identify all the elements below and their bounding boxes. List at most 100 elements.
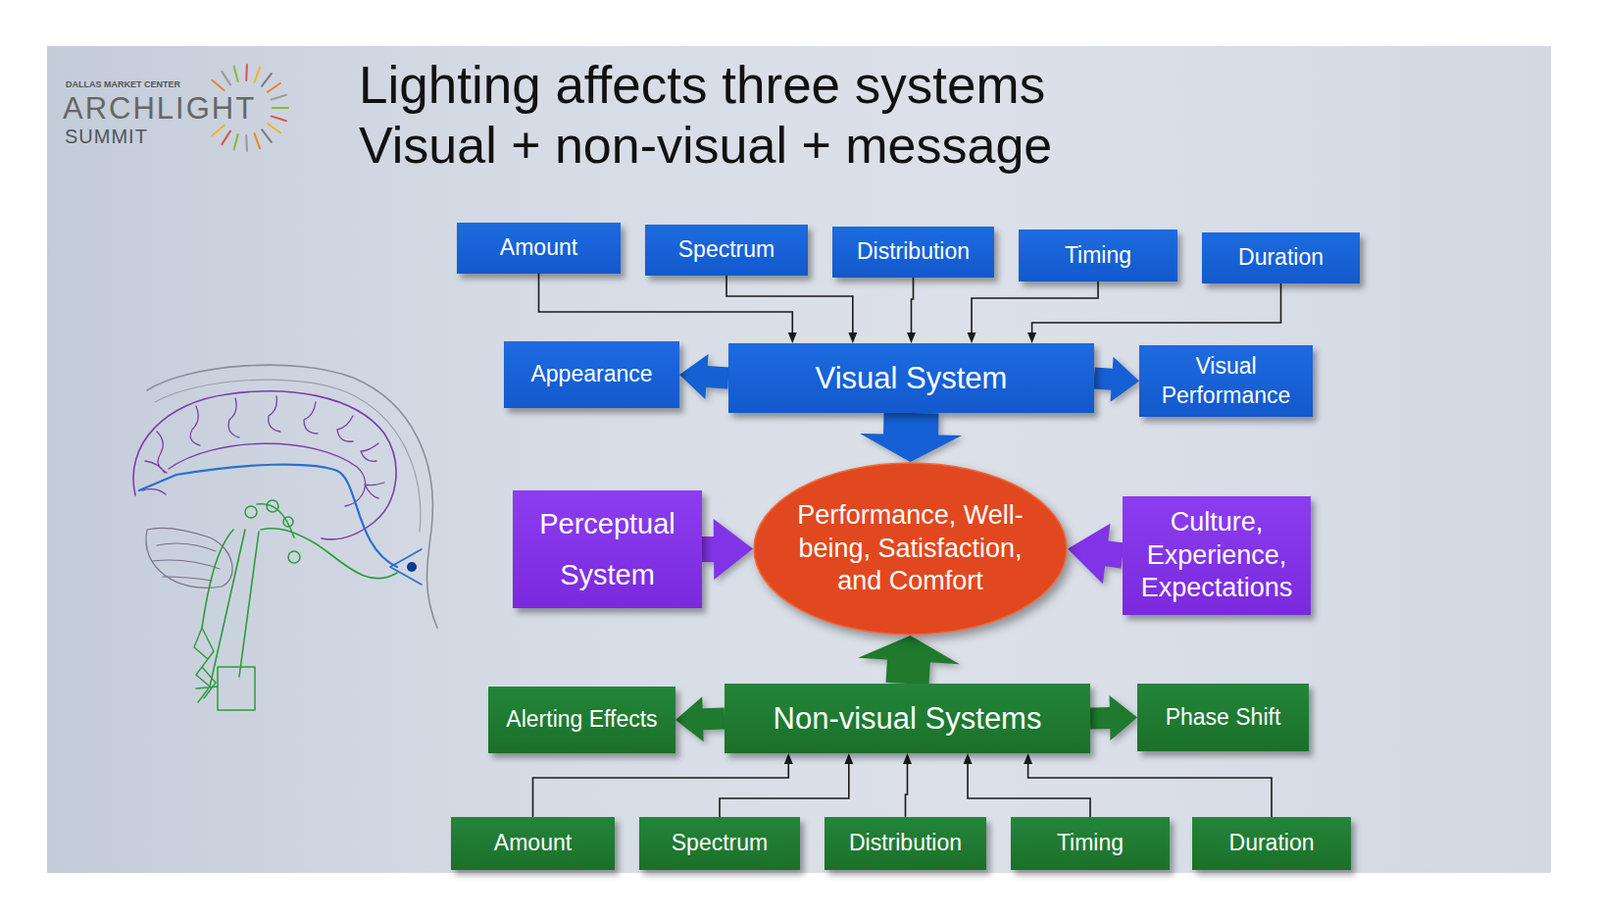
sunburst-ray [254, 67, 260, 83]
connector-path [539, 273, 794, 335]
block-arrow [1093, 356, 1140, 402]
sunburst-ray [272, 106, 289, 109]
sunburst-ray [271, 95, 287, 100]
connector-line [539, 273, 798, 344]
connector-line [963, 752, 1091, 817]
cerebellum [146, 527, 233, 588]
connector-path [967, 761, 1091, 817]
input-box: Distribution [824, 816, 987, 870]
sunburst-ray [267, 83, 281, 93]
block-arrow-shape [1093, 356, 1140, 402]
ganglion [194, 627, 218, 702]
node-text: Amount [494, 829, 572, 857]
connector-line [1027, 283, 1281, 344]
input-box: Amount [456, 222, 621, 274]
input-box: Duration [1201, 232, 1360, 284]
brain-nucleus [288, 550, 300, 563]
outcome-ellipse: Performance, Well-being, Satisfaction, a… [752, 461, 1068, 636]
block-arrow [679, 353, 730, 400]
node-text: Alerting Effects [505, 705, 657, 734]
node-text: Perceptual System [520, 498, 695, 600]
influence-box: Perceptual System [512, 490, 702, 608]
effect-box: Appearance [503, 341, 680, 408]
brain-nucleus [283, 516, 294, 527]
corpus-arc [168, 443, 366, 506]
spinal-segment [217, 666, 255, 710]
influence-box: Culture, Experience, Expectations [1122, 496, 1311, 615]
eye-outline [390, 549, 422, 585]
node-text: Culture, Experience, Expectations [1130, 505, 1303, 605]
block-arrow-shape [1067, 523, 1125, 585]
ellipse-fill [753, 462, 1067, 635]
sunburst-ray [245, 64, 249, 81]
effect-box: Phase Shift [1137, 683, 1309, 751]
sunburst-ray [221, 71, 231, 85]
block-arrow [857, 635, 960, 685]
logo-small-text: DALLAS MARKET CENTER [65, 80, 181, 91]
node-text: Timing [1056, 829, 1124, 857]
block-arrow-shape [1090, 695, 1138, 741]
node-text: Distribution [849, 829, 962, 857]
node-text: Visual Performance [1147, 351, 1305, 411]
effect-box: Visual Performance [1139, 345, 1313, 417]
connector-path [726, 275, 853, 335]
logo-wordmark: ARCHLIGHT [62, 92, 256, 126]
sunburst-ray [261, 129, 272, 143]
optic-pathway [139, 464, 398, 567]
node-text: Visual System [815, 359, 1008, 397]
slide-title: Lighting affects three systems [358, 56, 1046, 114]
block-arrow [701, 518, 753, 580]
system-box: Visual System [728, 343, 1095, 413]
input-box: Timing [1018, 229, 1178, 282]
slide-subtitle: Visual + non-visual + message [358, 117, 1052, 174]
connector-path [905, 761, 908, 817]
node-text: Timing [1064, 242, 1132, 270]
sunburst-ray [234, 65, 239, 81]
eye-pupil [406, 561, 417, 572]
brain-nucleus [245, 505, 257, 518]
input-box: Spectrum [645, 224, 808, 276]
nonvisual-pathway [201, 503, 398, 687]
node-text: Duration [1229, 829, 1315, 857]
connector-line [1023, 752, 1272, 817]
block-arrow-shape [679, 353, 730, 400]
connector-path [533, 761, 790, 817]
brain-nucleus [266, 500, 279, 512]
block-arrow [1090, 695, 1138, 741]
connector-line [902, 752, 912, 817]
connector-line [906, 277, 916, 344]
logo-subword: SUMMIT [64, 125, 149, 148]
input-box: Amount [450, 816, 615, 870]
connector-line [719, 752, 853, 817]
block-arrow-shape [675, 696, 725, 742]
sunburst-ray [267, 123, 281, 133]
block-arrow-shape [857, 635, 960, 685]
node-text: Duration [1238, 244, 1324, 272]
sunburst-ray [254, 133, 260, 149]
connector-path [719, 761, 850, 817]
sunburst-ray [234, 134, 239, 150]
block-arrow [859, 411, 962, 462]
connector-line [726, 275, 857, 344]
input-box: Spectrum [639, 816, 800, 870]
node-text: Non-visual Systems [773, 700, 1043, 737]
connector-line [533, 752, 794, 817]
node-text: Appearance [530, 360, 652, 389]
sunburst-ray [221, 131, 231, 145]
node-text: Phase Shift [1165, 703, 1282, 732]
input-box: Distribution [832, 226, 995, 278]
block-arrow [675, 696, 725, 742]
input-box: Timing [1010, 816, 1170, 870]
sunburst-ray [261, 73, 272, 87]
connector-path [971, 281, 1099, 335]
node-text: Distribution [856, 238, 970, 266]
connector-path [911, 277, 914, 335]
sunburst-ray [271, 115, 287, 121]
sunburst-ray [211, 125, 224, 136]
effect-box: Alerting Effects [488, 686, 676, 753]
system-box: Non-visual Systems [724, 683, 1091, 753]
block-arrow [1067, 523, 1125, 585]
block-arrow-shape [859, 411, 962, 462]
sunburst-ray [211, 80, 224, 91]
